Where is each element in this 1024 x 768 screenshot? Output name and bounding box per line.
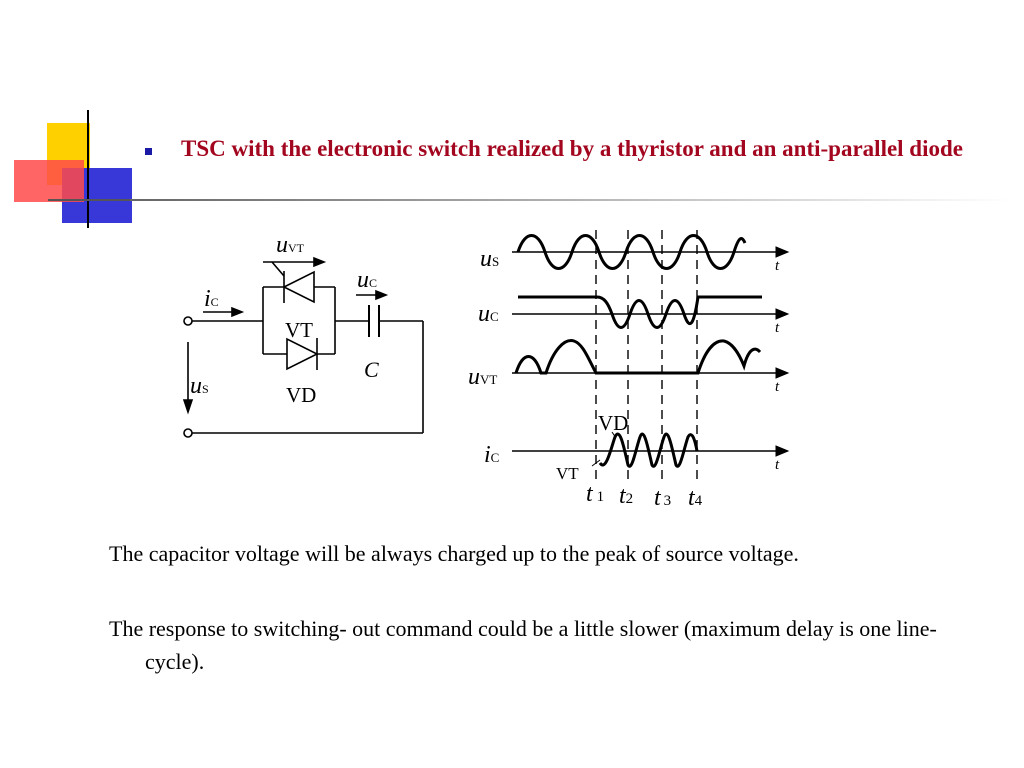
wave-us	[516, 234, 747, 270]
axis-us-t-label: t	[775, 258, 780, 274]
label-u-vt: uVT	[276, 232, 305, 258]
label-thyristor: VT	[285, 318, 313, 342]
circuit-diagram	[182, 256, 424, 438]
body-paragraph-2: The response to switching- out command c…	[109, 616, 937, 674]
terminal-top	[183, 316, 193, 326]
label-wave-ic: iC	[484, 442, 499, 468]
body-paragraph-1: The capacitor voltage will be always cha…	[109, 541, 799, 566]
label-wave-uvt: uVT	[468, 364, 497, 390]
axis-uvt-t-label: t	[775, 379, 780, 395]
axis-us-arrow	[775, 246, 790, 258]
wave-ic	[598, 432, 699, 468]
terminal-bottom	[183, 428, 193, 438]
label-vd-wave: VD	[598, 411, 628, 435]
axis-uvt-arrow	[775, 367, 790, 379]
tsc-figure: uVT uC iC uS VT VD C uS uC uVT iC	[182, 230, 790, 511]
label-wave-uc: uC	[478, 301, 499, 327]
arrowhead-u-s	[182, 399, 194, 415]
red-block	[14, 160, 84, 202]
label-capacitor: C	[364, 357, 379, 382]
slide-decoration	[14, 110, 200, 228]
axis-uc-t-label: t	[775, 320, 780, 336]
label-u-c: uC	[357, 267, 377, 293]
label-wave-us: uS	[480, 246, 499, 272]
label-t4: t4	[688, 485, 703, 511]
arrowhead-i-c	[231, 306, 245, 318]
label-u-s-circuit: uS	[190, 373, 209, 399]
waveform-diagram	[512, 230, 790, 483]
pointer-vt	[591, 459, 601, 467]
label-i-c-circuit: iC	[204, 286, 219, 312]
label-t2: t2	[619, 483, 633, 509]
axis-ic-t-label: t	[775, 457, 780, 473]
diode-symbol	[286, 337, 319, 371]
decor-rule	[130, 199, 1010, 201]
pointer-vd	[611, 431, 617, 439]
slide-heading: TSC with the electronic switch realized …	[181, 136, 963, 161]
bullet-square	[145, 148, 152, 155]
wave-uc	[518, 295, 762, 329]
thyristor-symbol	[282, 270, 315, 304]
label-vt-wave: VT	[556, 464, 579, 483]
thyristor-gate	[271, 261, 285, 277]
arrowhead-u-c	[375, 289, 389, 301]
wave-uvt	[514, 339, 762, 375]
axis-uc-arrow	[775, 308, 790, 320]
arrowhead-u-vt	[313, 256, 327, 268]
label-diode: VD	[286, 383, 316, 407]
axis-ic-arrow	[775, 445, 790, 457]
